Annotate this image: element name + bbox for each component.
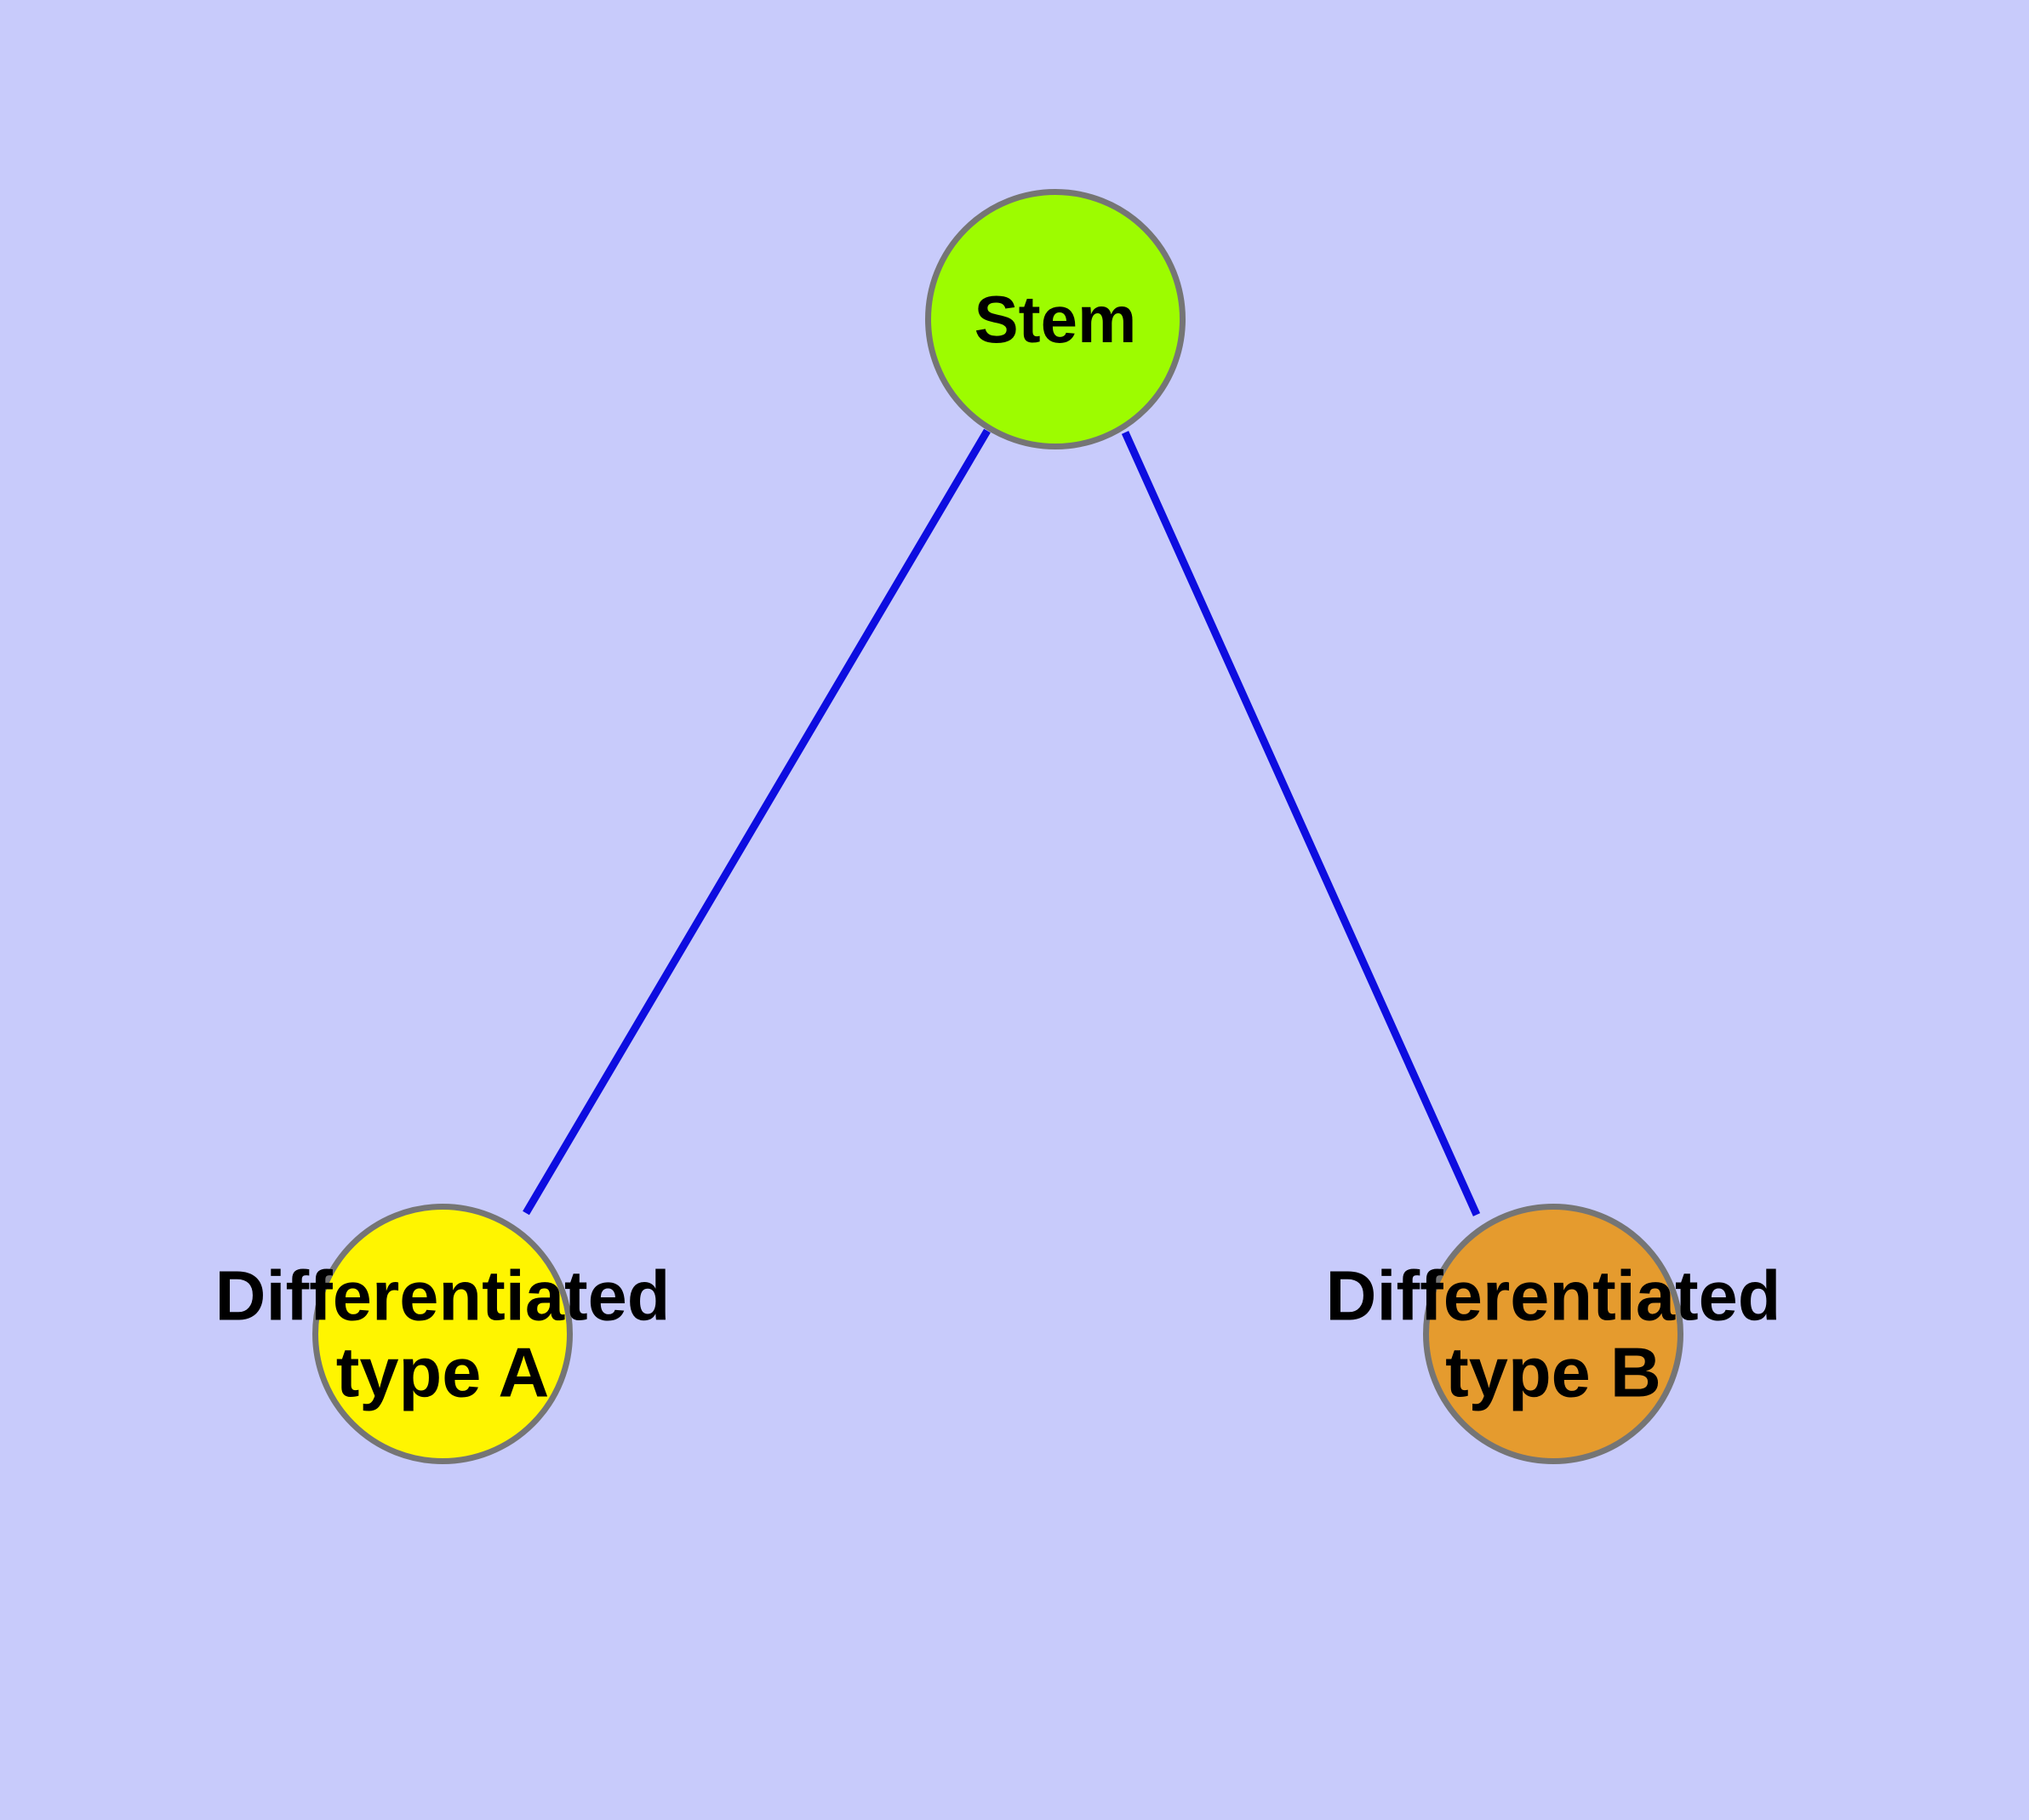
node-differentiated-type-b[interactable] (1423, 1204, 1683, 1464)
node-differentiated-type-a[interactable] (312, 1204, 573, 1464)
node-stem[interactable] (925, 189, 1186, 449)
edge-stem-to-differentiated-type-a[interactable] (523, 428, 991, 1216)
edge-stem-to-differentiated-type-b[interactable] (1121, 431, 1481, 1216)
